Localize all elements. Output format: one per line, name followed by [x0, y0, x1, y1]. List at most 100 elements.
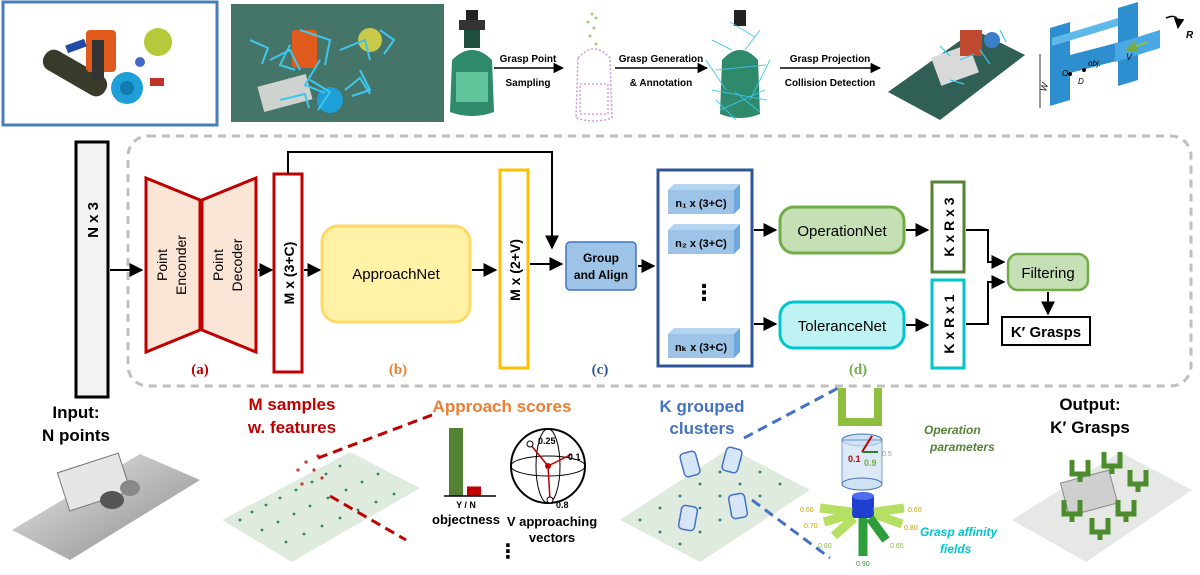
input-block: N x 3: [74, 140, 110, 399]
input-point-cloud: Input: N points: [12, 403, 200, 560]
top-projected-scene: [888, 29, 1025, 120]
samples-point-cloud: M samples w. features: [222, 395, 420, 562]
sphere-value-2: 0.1: [568, 452, 581, 462]
cluster-k: nₖ x (3+C): [668, 328, 740, 358]
tol-output-block: K x R x 1: [930, 278, 966, 370]
group-line1: Group: [583, 251, 619, 265]
affinity-line1: Grasp affinity: [920, 525, 998, 539]
bottom-ellipsis: ⋮: [498, 541, 518, 563]
grouped-clusters-cloud: K grouped clusters: [620, 397, 810, 562]
affinity-value-5: 0.65: [890, 543, 904, 550]
tolerancenet-block: ToleranceNet: [778, 300, 906, 350]
operation-detail: 0.1 0.9 0.5: [838, 388, 892, 491]
cyl-value-2: 0.9: [864, 458, 877, 468]
approachnet-block: ApproachNet: [320, 224, 472, 324]
input-label: N x 3: [85, 202, 102, 238]
samples-title-line2: w. features: [247, 418, 336, 437]
clusters-title-line1: K grouped: [660, 397, 745, 416]
gripper-v-label: V: [1126, 52, 1133, 62]
kgrasps-block: K′ Grasps: [1001, 316, 1091, 346]
objectness-bar-y: [449, 428, 463, 496]
op-params-line1: Operation: [924, 423, 981, 437]
approach-output-block: M x (2+V): [498, 168, 530, 370]
gripper-w-label: W: [1038, 80, 1050, 92]
objectness-label: objectness: [432, 512, 500, 527]
filtering-block: Filtering: [1006, 252, 1090, 292]
cluster-2-label: n₂ x (3+C): [675, 238, 727, 250]
section-label-a: (a): [191, 362, 209, 378]
affinity-line2: fields: [940, 542, 972, 556]
top-bottle-photo: [450, 10, 494, 116]
tolerancenet-label: ToleranceNet: [798, 318, 887, 335]
network-dashed-frame: [126, 134, 1193, 388]
operationnet-label: OperationNet: [797, 223, 887, 240]
clusters-zoom-line-bottom: [751, 498, 831, 560]
point-encoder: Point Enconder: [144, 175, 202, 355]
arrow-op-filter: [966, 229, 1006, 269]
gripper-r-label: R: [1186, 30, 1194, 41]
arrow-tol-filter: [966, 275, 1006, 325]
input-title-line2: N points: [42, 426, 110, 445]
cluster-2: n₂ x (3+C): [668, 224, 740, 254]
affinity-value-4: 0.90: [856, 561, 870, 568]
step3-line1: Grasp Projection: [790, 54, 871, 65]
affinity-value-6: 0.80: [904, 525, 918, 532]
gripper-d-label: D: [1078, 77, 1084, 86]
step2-line1: Grasp Generation: [619, 54, 703, 65]
affinity-value-2: 0.70: [804, 523, 818, 530]
approach-sphere: 0.25 0.1 0.8: [510, 428, 586, 510]
step1-line2: Sampling: [505, 78, 550, 89]
step3-line2: Collision Detection: [785, 78, 876, 89]
top-grasp-annotated-photo: [231, 4, 444, 122]
cluster-k-label: nₖ x (3+C): [675, 342, 727, 354]
decoder-line2: Decoder: [229, 238, 245, 291]
affinity-value-7: 0.60: [908, 507, 922, 514]
group-align-block: Group and Align: [565, 241, 637, 291]
section-label-c: (c): [592, 362, 609, 378]
step1-line1: Grasp Point: [500, 54, 557, 65]
objectness-bar-n: [467, 486, 481, 496]
vectors-label-line1: V approaching: [507, 514, 597, 529]
top-objects-photo: [1, 0, 219, 127]
tol-output-label: K x R x 1: [941, 294, 957, 353]
affinity-fan: 0.60 0.70 0.80 0.90 0.65 0.80 0.60: [800, 492, 922, 568]
section-label-b: (b): [389, 362, 407, 378]
samples-title-line1: M samples: [249, 395, 336, 414]
vectors-label-line2: vectors: [529, 530, 575, 545]
approachnet-label: ApproachNet: [352, 266, 440, 283]
output-grasps-cloud: Output: K′ Grasps: [1012, 395, 1192, 562]
features-block: M x (3+C): [272, 172, 304, 374]
output-title-line2: K′ Grasps: [1050, 418, 1130, 437]
gripper-obj-label: obj.: [1088, 59, 1101, 68]
cluster-1: n₁ x (3+C): [668, 184, 740, 214]
grasp-projection-arrow: Grasp Projection Collision Detection: [780, 54, 882, 89]
sphere-value-1: 0.25: [538, 436, 556, 446]
clusters-zoom-line-top: [743, 384, 843, 440]
features-label: M x (3+C): [281, 242, 297, 305]
section-label-d: (d): [849, 362, 867, 378]
kgrasps-label: K′ Grasps: [1011, 324, 1081, 341]
sphere-value-3: 0.8: [556, 500, 569, 510]
affinity-value-3: 0.80: [818, 543, 832, 550]
cluster-1-label: n₁ x (3+C): [675, 198, 727, 210]
approach-output-label: M x (2+V): [507, 239, 523, 301]
op-params-line2: parameters: [929, 440, 995, 454]
top-annotated-bottle: [705, 10, 771, 121]
skip-connection-arrow: [287, 151, 559, 250]
clusters-title-line2: clusters: [669, 419, 734, 438]
objectness-chart: Y / N objectness: [432, 428, 500, 527]
top-sampled-points-bottle: [575, 12, 613, 122]
gripper-model: R V W O obj. D: [1038, 2, 1194, 108]
objectness-xlabel: Y / N: [456, 500, 476, 510]
cluster-ellipsis: ⋮: [693, 280, 715, 305]
filtering-label: Filtering: [1021, 265, 1074, 282]
samples-zoom-line-top: [317, 413, 433, 460]
op-output-block: K x R x 3: [930, 180, 966, 274]
affinity-value-1: 0.60: [800, 507, 814, 514]
gripper-o-label: O: [1062, 69, 1068, 78]
samples-zoom-line-bottom: [329, 494, 407, 542]
approach-scores-title: Approach scores: [433, 397, 572, 416]
clusters-block: n₁ x (3+C) n₂ x (3+C) ⋮ nₖ x (3+C): [656, 168, 754, 368]
encoder-line1: Point: [154, 249, 170, 281]
